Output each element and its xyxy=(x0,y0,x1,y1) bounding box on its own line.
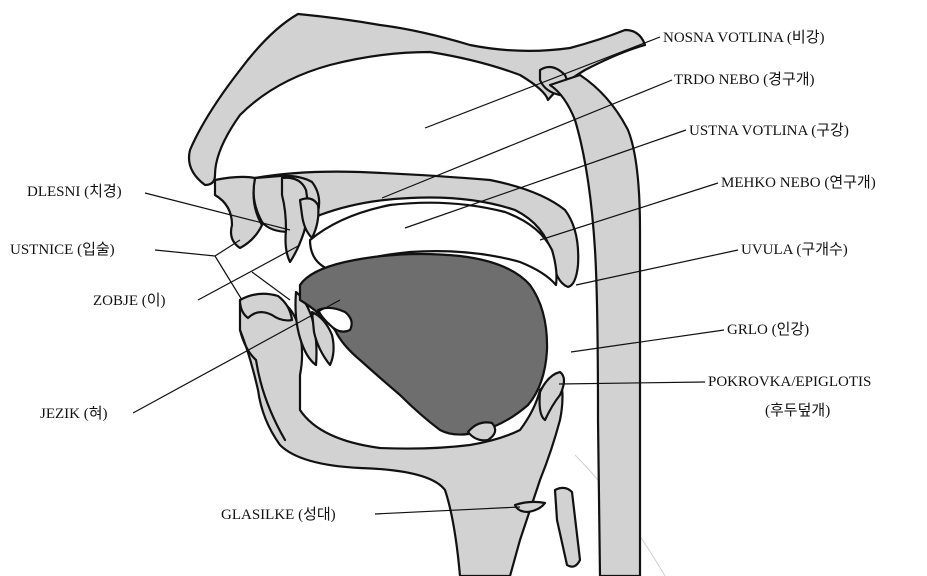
label-uvula: UVULA (구개수) xyxy=(741,241,848,258)
label-pharynx: GRLO (인강) xyxy=(727,321,809,338)
label-hard-palate: TRDO NEBO (경구개) xyxy=(674,71,815,88)
label-teeth: ZOBJE (이) xyxy=(93,292,166,309)
vocal-cord-right xyxy=(555,488,580,567)
label-tongue: JEZIK (혀) xyxy=(40,405,108,422)
label-oral-cavity: USTNA VOTLINA (구강) xyxy=(689,122,849,139)
leader-lips xyxy=(155,240,242,300)
leader-pharynx xyxy=(571,330,724,352)
label-nasal-cavity: NOSNA VOTLINA (비강) xyxy=(663,29,825,46)
label-vocal-cords: GLASILKE (성대) xyxy=(221,506,336,523)
label-soft-palate: MEHKO NEBO (연구개) xyxy=(721,174,876,191)
label-gums: DLESNI (치경) xyxy=(27,183,122,200)
label-lips: USTNICE (입술) xyxy=(10,241,115,258)
label-epiglottis-line1: POKROVKA/EPIGLOTIS xyxy=(708,374,871,390)
leader-teeth xyxy=(198,245,300,300)
tongue-body xyxy=(300,254,547,435)
label-epiglottis-line2: (후두덮개) xyxy=(765,402,830,419)
